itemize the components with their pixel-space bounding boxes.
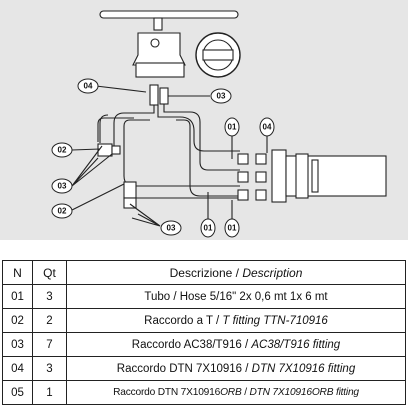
- table-row: 03 7 Raccordo AC38/T916 / AC38/T916 fitt…: [2, 332, 406, 357]
- helm-pump-body: [132, 32, 186, 66]
- header-desc-it: Descrizione: [169, 265, 233, 280]
- row-desc-en-suffix: ORB: [311, 387, 334, 398]
- table-row: 05 1 Raccordo DTN 7X10916ORB / DTN 7X109…: [2, 380, 406, 405]
- row-desc: Raccordo DTN 7X10916 / DTN 7X10916 fitti…: [66, 356, 406, 381]
- row-desc: Tubo / Hose 5/16" 2x 0,6 mt 1x 6 mt: [66, 284, 406, 309]
- tee-fitting-left: [97, 143, 113, 157]
- row-desc-en: DTN 7X10916: [249, 387, 312, 398]
- header-qt: Qt: [32, 260, 67, 285]
- callout-03-top: 03: [217, 92, 226, 101]
- callout-02-bottom: 02: [58, 207, 67, 216]
- row-desc-en: DTN 7X10916 fitting: [251, 362, 356, 375]
- row-desc-en: AC38/T916 fitting: [251, 338, 341, 351]
- header-description: Descrizione / Description: [66, 260, 406, 285]
- callout-04-top: 04: [84, 82, 93, 91]
- row-qt: 3: [32, 284, 67, 309]
- table-header-row: N Qt Descrizione / Description: [2, 260, 406, 285]
- header-desc-en: Description: [242, 265, 303, 280]
- helm-logo: [150, 38, 160, 48]
- callout-03-bottom: 03: [167, 224, 176, 233]
- cylinder-flange: [271, 149, 287, 203]
- row-desc-it: Raccordo DTN 7X10916 /: [116, 362, 252, 375]
- callout-01-top: 01: [228, 123, 237, 132]
- row-n: 04: [2, 356, 33, 381]
- row-desc-en-tail: fitting: [333, 387, 359, 398]
- hydraulic-diagram: 04 03 01 04 02 03 02 03 01 01: [0, 0, 408, 240]
- row-n: 02: [2, 308, 33, 333]
- row-n: 03: [2, 332, 33, 357]
- callout-02-left: 02: [58, 146, 67, 155]
- table-row: 01 3 Tubo / Hose 5/16" 2x 0,6 mt 1x 6 mt: [2, 284, 406, 309]
- row-qt: 7: [32, 332, 67, 357]
- table-row: 02 2 Raccordo a T / T fitting TTN-710916: [2, 308, 406, 333]
- parts-table: N Qt Descrizione / Description 01 3 Tubo…: [2, 260, 406, 405]
- row-desc-en: T fitting TTN-710916: [222, 314, 328, 327]
- callout-01-bottom: 01: [204, 224, 213, 233]
- row-desc: Raccordo AC38/T916 / AC38/T916 fitting: [66, 332, 406, 357]
- callout-03-left: 03: [58, 182, 67, 191]
- header-sep: /: [232, 265, 243, 280]
- row-desc-it-suffix: ORB: [220, 387, 242, 398]
- tee-fitting-bottom: [123, 181, 137, 199]
- header-n: N: [2, 260, 33, 285]
- helm-bar: [99, 10, 239, 19]
- row-desc-sep: /: [241, 387, 250, 398]
- helm-pump-base: [135, 62, 185, 78]
- hose-a: [113, 105, 155, 153]
- callout-01-bottom-2: 01: [228, 224, 237, 233]
- row-qt: 3: [32, 356, 67, 381]
- row-desc: Raccordo DTN 7X10916ORB / DTN 7X10916ORB…: [66, 380, 406, 405]
- row-qt: 2: [32, 308, 67, 333]
- row-desc-it: Raccordo a T /: [144, 314, 223, 327]
- row-desc-it: Raccordo AC38/T916 /: [131, 338, 252, 351]
- row-n: 05: [2, 380, 33, 405]
- row-desc: Raccordo a T / T fitting TTN-710916: [66, 308, 406, 333]
- row-n: 01: [2, 284, 33, 309]
- callout-04-right: 04: [263, 123, 272, 132]
- row-desc-it: Raccordo DTN 7X10916: [113, 387, 221, 398]
- helm-shaft: [153, 17, 163, 31]
- diagram-svg: 04 03 01 04 02 03 02 03 01 01: [51, 10, 387, 238]
- row-qt: 1: [32, 380, 67, 405]
- row-desc-it: Tubo / Hose 5/16" 2x 0,6 mt 1x 6 mt: [144, 290, 328, 303]
- table-row: 04 3 Raccordo DTN 7X10916 / DTN 7X10916 …: [2, 356, 406, 381]
